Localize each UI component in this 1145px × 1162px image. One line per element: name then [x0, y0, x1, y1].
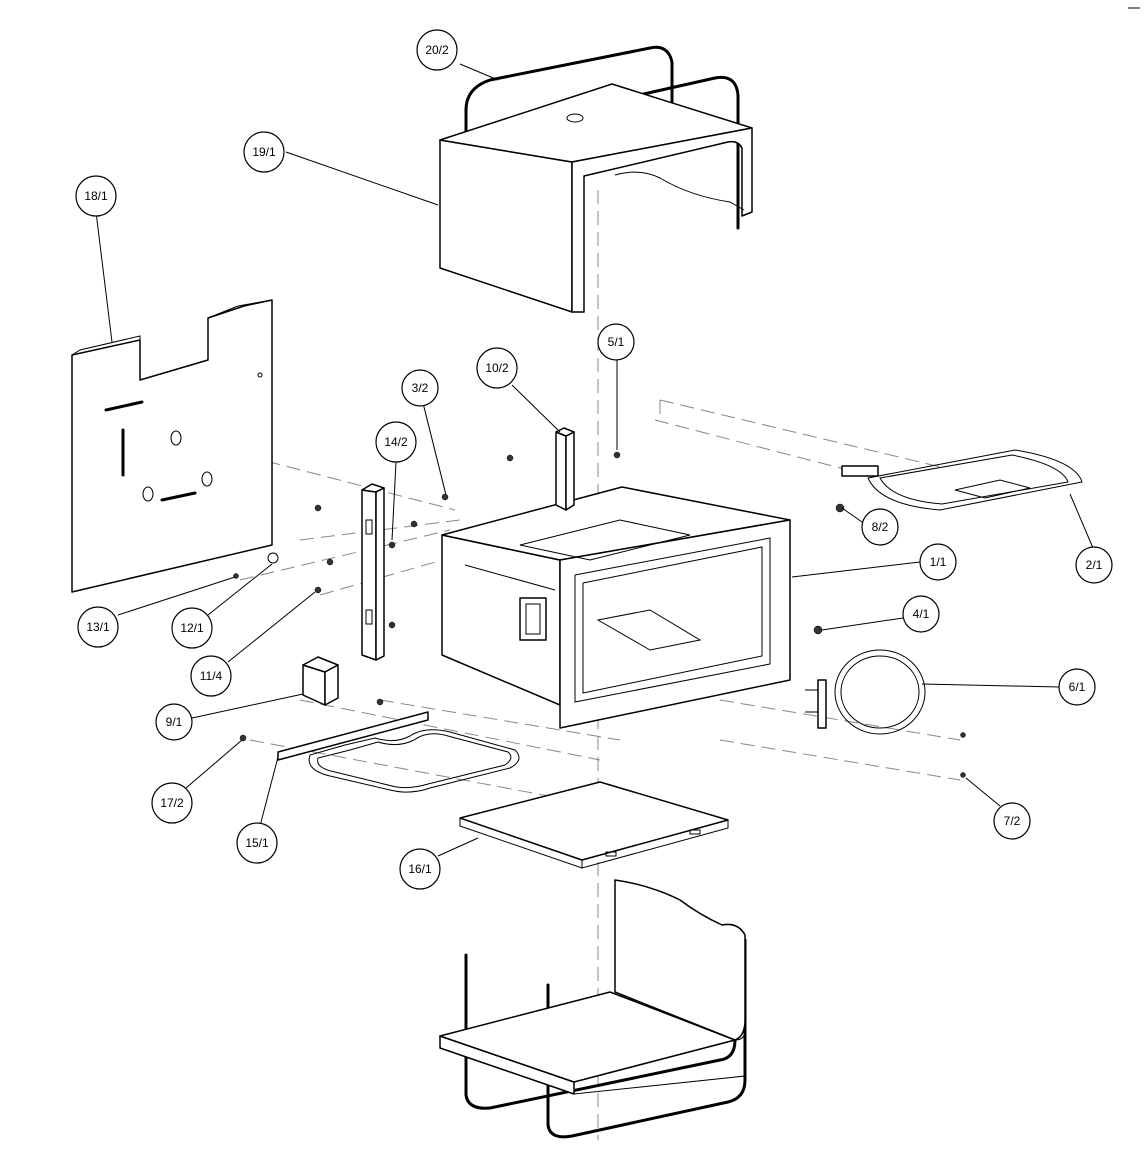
callout-15-1: 15/1: [236, 822, 278, 864]
top-cover-part: [439, 45, 753, 313]
callout-7-2: 7/2: [993, 802, 1031, 840]
callout-6-1: 6/1: [1058, 668, 1096, 706]
callout-label: 20/2: [425, 43, 449, 57]
callout-20-2: 20/2: [416, 29, 458, 71]
callout-label: 17/2: [160, 796, 184, 810]
callout-8-2: 8/2: [861, 508, 899, 546]
circular-element-part: [805, 649, 926, 735]
callout-label: 15/1: [245, 836, 269, 850]
callout-9-1: 9/1: [155, 703, 193, 741]
rear-bracket-part: [555, 427, 575, 511]
back-panel-part: [71, 299, 273, 593]
callout-label: 19/1: [252, 145, 276, 159]
callout-label: 6/1: [1069, 680, 1086, 694]
grill-element-part: [841, 449, 1083, 511]
callout-4-1: 4/1: [902, 595, 940, 633]
callout-label: 12/1: [180, 621, 204, 635]
callout-16-1: 16/1: [399, 848, 441, 890]
callout-label: 18/1: [84, 189, 108, 203]
callout-14-2: 14/2: [375, 421, 417, 463]
callout-label: 16/1: [408, 862, 432, 876]
callout-2-1: 2/1: [1075, 546, 1113, 584]
callout-label: 2/1: [1086, 558, 1103, 572]
callout-label: 5/1: [608, 335, 625, 349]
callout-label: 1/1: [930, 555, 947, 569]
callout-12-1: 12/1: [171, 607, 213, 649]
base-tray-part: [439, 879, 747, 1139]
callout-18-1: 18/1: [75, 175, 117, 217]
terminal-block-part: [302, 656, 339, 706]
callout-label: 10/2: [485, 361, 509, 375]
callout-19-1: 19/1: [243, 131, 285, 173]
fasteners: [233, 451, 966, 778]
callout-label: 8/2: [872, 520, 889, 534]
callout-11-4: 11/4: [190, 655, 232, 697]
side-bracket-part: [361, 483, 385, 661]
callout-label: 11/4: [200, 669, 223, 683]
callout-label: 13/1: [86, 620, 110, 634]
callout-3-2: 3/2: [401, 369, 439, 407]
callout-5-1: 5/1: [597, 323, 635, 361]
callout-label: 14/2: [384, 435, 408, 449]
callout-17-2: 17/2: [151, 782, 193, 824]
callout-13-1: 13/1: [77, 606, 119, 648]
callout-label: 7/2: [1004, 814, 1021, 828]
leader-lines: [95, 63, 1094, 857]
callout-label: 3/2: [412, 381, 429, 395]
callout-label: 9/1: [166, 715, 183, 729]
callout-1-1: 1/1: [919, 543, 957, 581]
callout-label: 4/1: [913, 607, 930, 621]
oven-cavity-part: [441, 486, 791, 729]
shelf-part: [459, 781, 729, 869]
callout-10-2: 10/2: [476, 347, 518, 389]
